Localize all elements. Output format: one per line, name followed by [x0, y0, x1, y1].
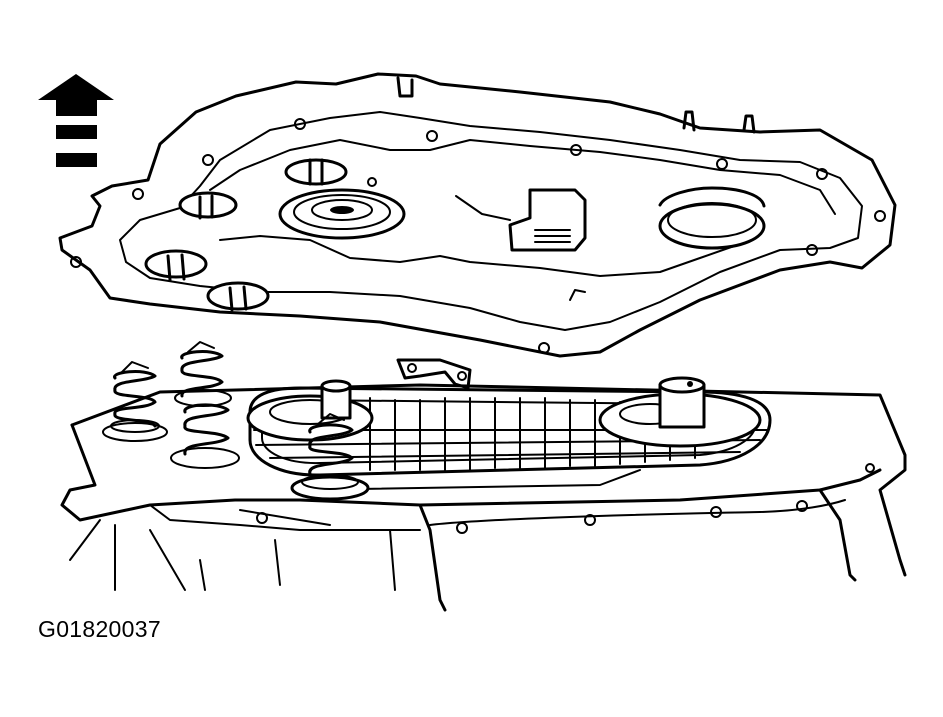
case-cover-plate — [58, 72, 897, 390]
drive-sprocket — [246, 379, 374, 442]
driven-sprocket — [598, 376, 762, 448]
transmission-case — [60, 383, 907, 612]
accumulator-springs — [102, 341, 370, 501]
up-direction-arrow-icon — [38, 74, 114, 167]
figure-id-label: G01820037 — [38, 616, 161, 642]
